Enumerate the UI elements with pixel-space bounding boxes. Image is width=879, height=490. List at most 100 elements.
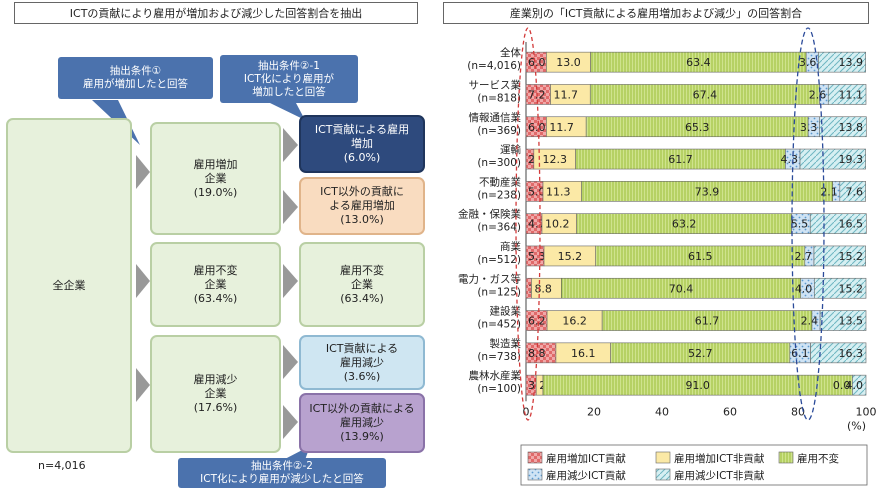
data-label: 2.7 [794, 250, 812, 263]
legend-box [520, 444, 868, 486]
category-label: 全体 [500, 46, 521, 59]
x-tick-label: 0 [523, 405, 530, 418]
category-label: 製造業 [490, 337, 522, 350]
category-label: (n=818) [477, 92, 521, 104]
data-label: 6.1 [791, 347, 809, 360]
data-label: 10.2 [545, 218, 570, 231]
data-label: 73.9 [695, 185, 720, 198]
legend-label: 雇用増加ICT貢献 [546, 452, 626, 465]
data-label: 91.0 [685, 379, 710, 392]
bar-segment [799, 148, 866, 170]
data-label: 2.4 [801, 315, 819, 328]
condition-2-2-callout: 抽出条件②-2 ICT化により雇用が減少したと回答 [178, 458, 386, 488]
x-tick-label: 40 [655, 405, 669, 418]
x-tick-label: 60 [723, 405, 737, 418]
sample-size-label: n=4,016 [38, 459, 86, 472]
ict-decrease-box: ICT貢献による 雇用減少 (3.6%) [299, 335, 425, 390]
data-label: 3.6 [799, 56, 817, 69]
unchanged-right-box: 雇用不変 企業 (63.4%) [299, 242, 425, 327]
bar-segment [818, 51, 866, 73]
x-unit-label: (%) [847, 419, 866, 432]
data-label: 7.6 [846, 185, 864, 198]
data-label: 61.7 [695, 315, 720, 328]
category-label: 不動産業 [479, 175, 521, 188]
data-label: 11.3 [546, 185, 571, 198]
data-label: 8.8 [534, 282, 552, 295]
bar-segment [839, 181, 866, 202]
data-label: 6.0 [528, 56, 546, 69]
data-label: 63.4 [686, 56, 711, 69]
data-label: 16.3 [839, 347, 864, 360]
data-label: 4.3 [781, 153, 799, 166]
x-tick-label: 20 [587, 405, 601, 418]
data-label: 61.7 [668, 153, 693, 166]
legend-label: 雇用減少ICT貢献 [546, 469, 626, 482]
legend-swatch [527, 468, 543, 481]
data-label: 16.2 [562, 315, 587, 328]
data-label: 13.8 [839, 121, 864, 134]
legend-swatch [778, 451, 794, 464]
data-label: 52.7 [688, 347, 713, 360]
data-label: 13.5 [839, 315, 864, 328]
data-label: 6.0 [528, 121, 546, 134]
bar-segment [819, 310, 867, 331]
chart-title: 産業別の「ICT貢献による雇用増加および減少」の回答割合 [443, 2, 869, 24]
bar-segment [810, 342, 867, 364]
data-label: 15.2 [839, 250, 864, 263]
highlight-ellipse-decrease [791, 27, 825, 421]
category-label: (n=512) [477, 254, 521, 266]
legend-swatch [655, 451, 671, 464]
category-label: (n=369) [477, 125, 521, 137]
legend-label: 雇用減少ICT非貢献 [674, 469, 765, 482]
data-label: 4.0 [846, 379, 864, 392]
category-label: サービス業 [469, 78, 522, 91]
non-ict-decrease-box: ICT以外の貢献による 雇用減少 (13.9%) [299, 393, 425, 453]
data-label: 13.0 [556, 56, 581, 69]
category-label: (n=4,016) [467, 60, 521, 72]
data-label: 70.4 [669, 282, 694, 295]
category-label: (n=364) [477, 222, 521, 234]
legend-label: 雇用不変 [797, 452, 839, 465]
category-label: 電力・ガス等 [458, 272, 521, 285]
bar-segment [819, 116, 867, 138]
data-label: 2.6 [809, 88, 827, 101]
category-label: (n=300) [477, 157, 521, 169]
data-label: 5.0 [528, 185, 546, 198]
category-label: 情報通信業 [469, 111, 522, 124]
non-ict-increase-box: ICT以外の貢献に よる雇用増加 (13.0%) [299, 177, 425, 235]
category-label: (n=452) [477, 319, 521, 331]
ict-increase-box: ICT貢献による雇用 増加 (6.0%) [299, 115, 425, 173]
data-label: 11.7 [553, 88, 578, 101]
data-label: 65.3 [685, 121, 710, 134]
data-label: 15.2 [558, 250, 583, 263]
data-label: 19.3 [839, 153, 864, 166]
data-label: 16.5 [839, 218, 864, 231]
bar-segment [814, 277, 867, 299]
data-label: 16.1 [571, 347, 596, 360]
data-label: 63.2 [672, 218, 697, 231]
data-label: 67.4 [693, 88, 718, 101]
data-label: 11.1 [839, 88, 864, 101]
data-label: 5.5 [791, 218, 809, 231]
left-panel-title: ICTの貢献により雇用が増加および減少した回答割合を抽出 [14, 2, 418, 24]
bar-segment [852, 374, 867, 396]
bar-segment [827, 84, 867, 105]
condition-2-1-callout: 抽出条件②-1 ICT化により雇用が 増加したと回答 [220, 55, 358, 103]
data-label: 2.1 [820, 185, 838, 198]
highlight-ellipse-increase [515, 27, 541, 421]
employment-increase-box: 雇用増加 企業 (19.0%) [150, 122, 281, 235]
category-label: 商業 [500, 240, 521, 253]
all-companies-box: 全企業 [6, 118, 132, 453]
category-label: 農林水産業 [469, 369, 522, 382]
data-label: 5.3 [528, 250, 546, 263]
legend-label: 雇用増加ICT非貢献 [674, 452, 765, 465]
data-label: 4.7 [528, 218, 546, 231]
legend-swatch [655, 468, 671, 481]
data-label: 15.2 [839, 282, 864, 295]
bar-segment [813, 245, 866, 267]
data-label: 61.5 [688, 250, 713, 263]
data-label: 6.2 [528, 315, 546, 328]
category-label: 建設業 [490, 305, 522, 318]
legend-swatch [527, 451, 543, 464]
employment-decrease-box: 雇用減少 企業 (17.6%) [150, 335, 281, 453]
